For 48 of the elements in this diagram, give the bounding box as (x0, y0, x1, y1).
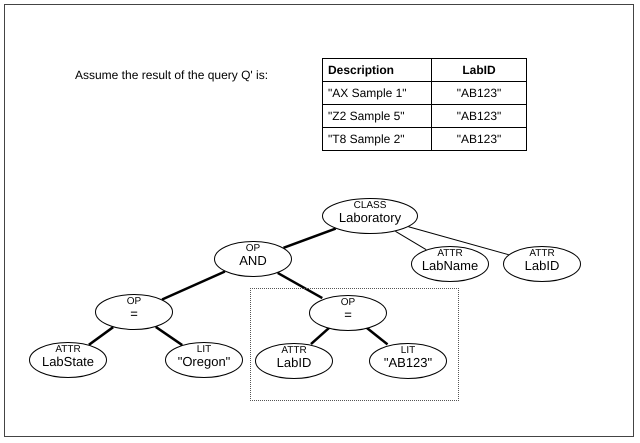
dotted-group-box (250, 288, 459, 401)
node-label: "Oregon" (178, 355, 230, 369)
node-label: LabState (42, 355, 94, 369)
tree-edge (283, 227, 336, 249)
tree-node-ellipse (503, 246, 581, 282)
node-label: Laboratory (338, 211, 402, 225)
tree-node-ellipse (29, 342, 107, 378)
node-type-label: ATTR (529, 249, 555, 259)
node-type-label: OP (126, 297, 142, 307)
data-cell: "AB123" (432, 104, 526, 128)
node-type-label: CLASS (354, 201, 386, 211)
tree-edge (366, 326, 388, 346)
node-type-label: ATTR (55, 345, 81, 355)
tree-edge (155, 326, 183, 346)
tree-edge (408, 226, 510, 256)
data-cell: "AB123" (432, 128, 526, 150)
node-type-label: OP (246, 244, 260, 254)
node-label: AND (239, 254, 267, 268)
tree-node-ellipse (95, 294, 173, 330)
data-cell: "Z2 Sample 5" (322, 104, 432, 128)
header-cell: Description (322, 58, 432, 82)
tree-edge (310, 327, 330, 345)
tree-edge (88, 326, 114, 346)
data-cell: "AB123" (432, 82, 526, 104)
tree-node-ellipse (322, 198, 418, 234)
node-type-label: OP (340, 298, 356, 308)
node-type-label: LIT (400, 346, 416, 356)
tree-node-ellipse (255, 343, 333, 379)
node-label: LabID (524, 259, 560, 273)
data-cell: "AX Sample 1" (322, 82, 432, 104)
intro-text: Assume the result of the query Q' is: (75, 68, 268, 82)
tree-node-ellipse (369, 343, 447, 379)
tree-node-ellipse (309, 295, 387, 331)
header-cell: LabID (432, 58, 526, 82)
node-label: = (344, 308, 352, 322)
node-type-label: ATTR (437, 249, 463, 259)
node-type-label: LIT (196, 345, 212, 355)
node-type-label: ATTR (281, 346, 307, 356)
node-label: LabID (276, 356, 312, 370)
tree-node-ellipse (411, 246, 489, 282)
tree-node-ellipse (214, 241, 292, 277)
node-label: "AB123" (384, 356, 432, 370)
tree-edge (162, 270, 226, 301)
node-label: LabName (422, 259, 478, 273)
tree-node-ellipse (165, 342, 243, 378)
node-label: = (130, 307, 138, 321)
tree-edge (394, 230, 427, 250)
data-cell: "T8 Sample 2" (322, 128, 432, 150)
